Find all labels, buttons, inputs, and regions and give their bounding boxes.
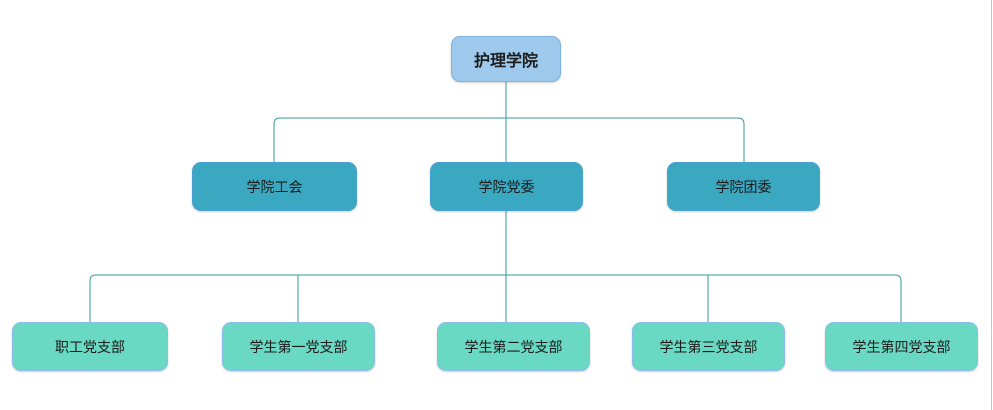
org-node-label: 学院团委 — [715, 178, 772, 195]
org-node-student-branch-4[interactable]: 学生第四党支部 — [825, 322, 978, 371]
org-node-labor-union[interactable]: 学院工会 — [192, 162, 357, 211]
org-node-student-branch-3[interactable]: 学生第三党支部 — [632, 322, 785, 371]
org-node-label: 学院党委 — [478, 178, 535, 195]
org-node-youth-league[interactable]: 学院团委 — [667, 162, 820, 211]
org-node-label: 学生第一党支部 — [249, 338, 348, 355]
org-node-label: 学院工会 — [246, 178, 303, 195]
org-node-label: 学生第四党支部 — [852, 338, 951, 355]
org-node-label: 学生第三党支部 — [659, 338, 758, 355]
edge-level3-rail — [89, 274, 902, 322]
org-node-label: 学生第二党支部 — [464, 338, 563, 355]
org-node-root[interactable]: 护理学院 — [451, 36, 561, 82]
org-node-staff-branch[interactable]: 职工党支部 — [12, 322, 168, 371]
org-node-student-branch-2[interactable]: 学生第二党支部 — [437, 322, 590, 371]
canvas-right-border — [991, 0, 992, 410]
edge-level2-rail — [273, 117, 745, 162]
org-node-label: 护理学院 — [473, 53, 538, 70]
org-node-party-committee[interactable]: 学院党委 — [430, 162, 583, 211]
org-node-label: 职工党支部 — [55, 338, 125, 355]
org-node-student-branch-1[interactable]: 学生第一党支部 — [222, 322, 375, 371]
